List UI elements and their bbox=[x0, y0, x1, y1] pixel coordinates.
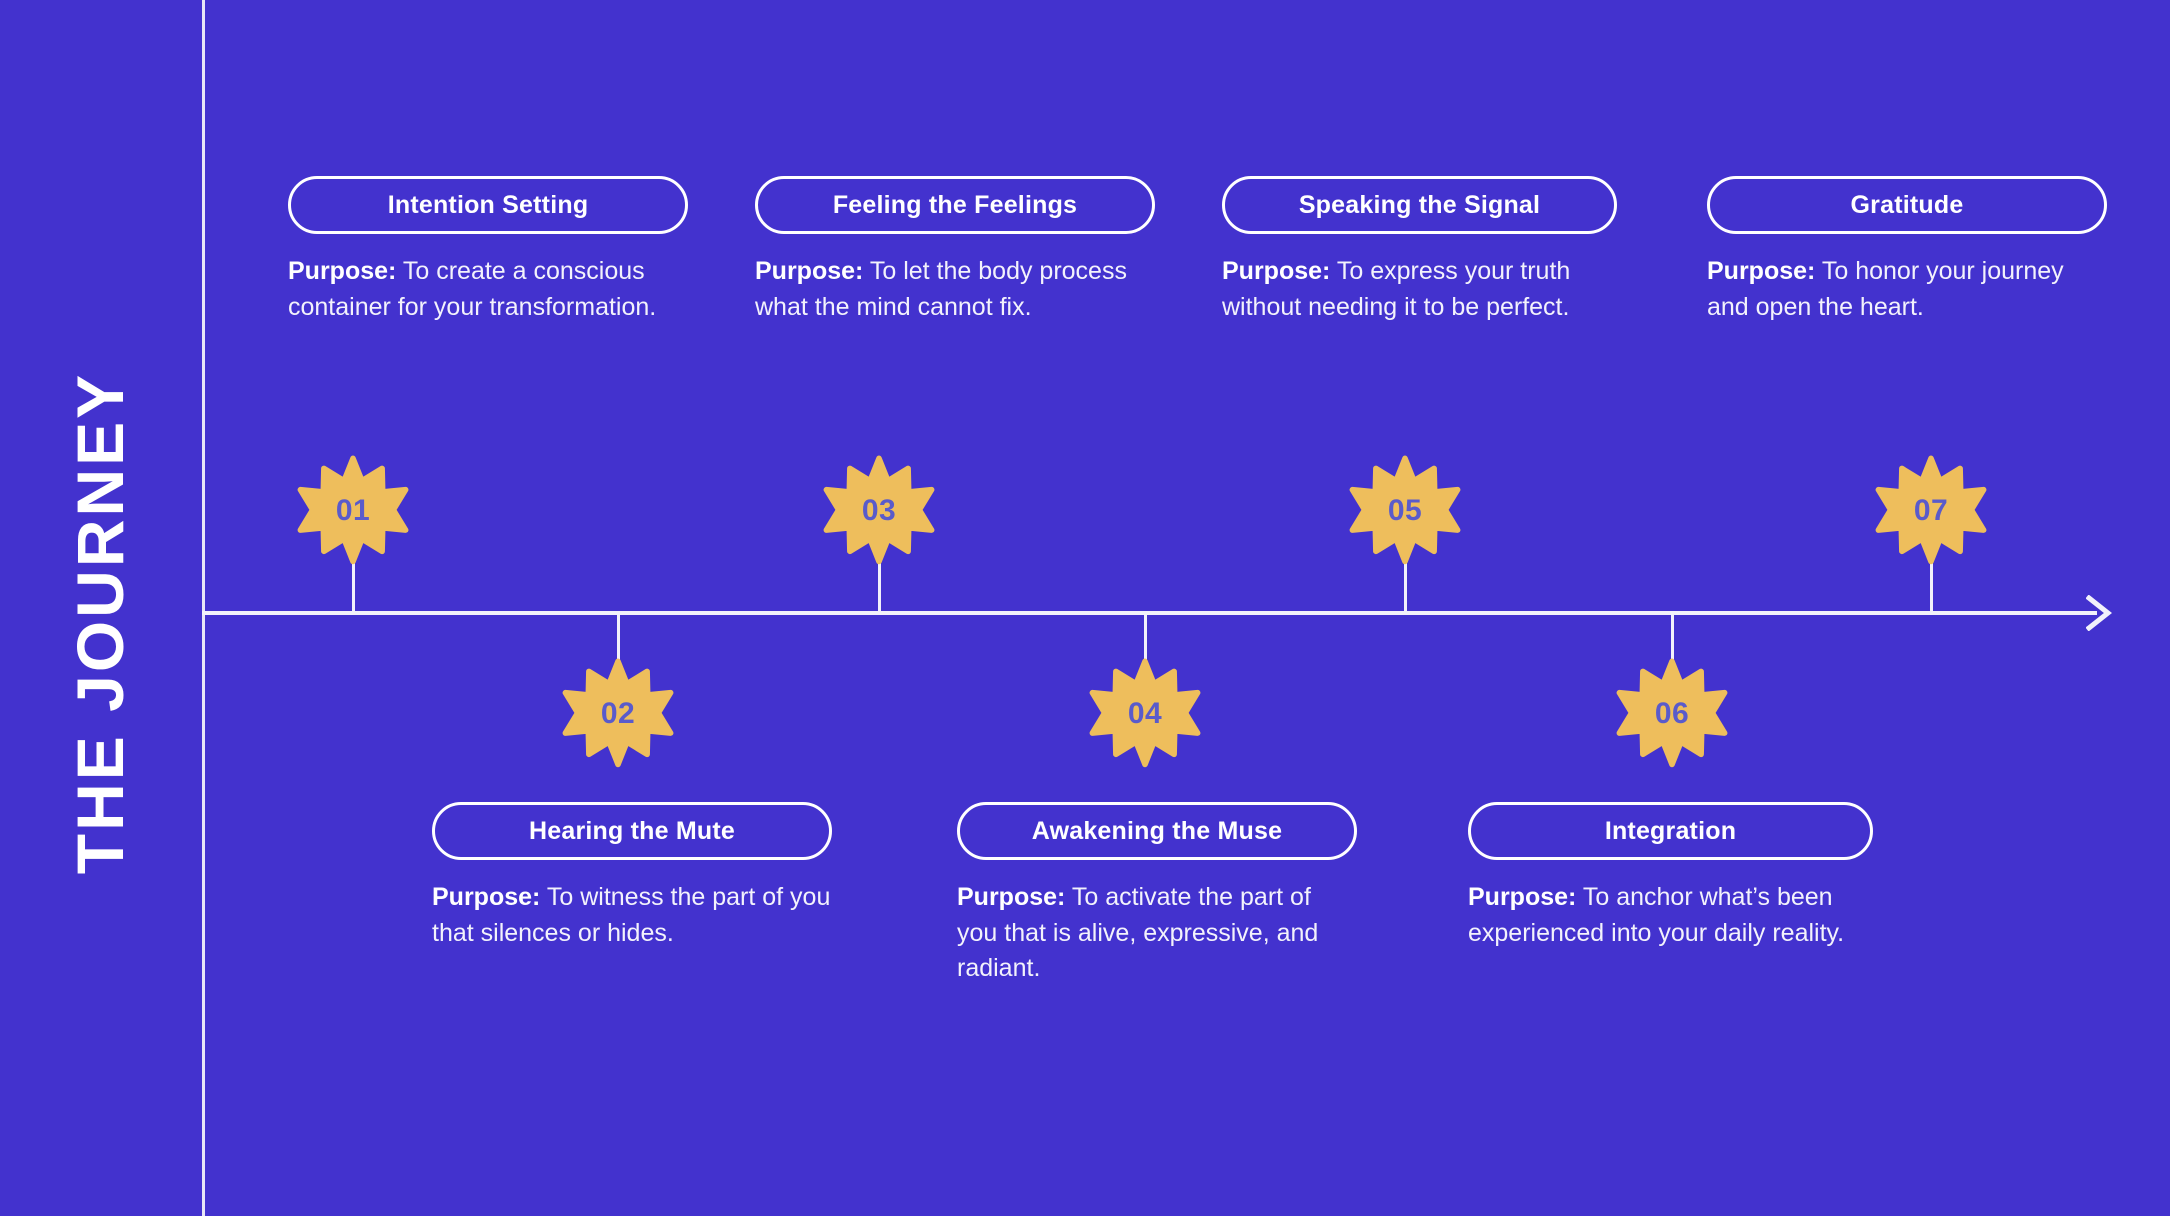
step-number-06: 06 bbox=[1654, 697, 1690, 730]
step-card-01: Intention Setting Purpose: To create a c… bbox=[288, 176, 688, 325]
step-badge-06[interactable]: 06 bbox=[1616, 658, 1728, 770]
purpose-text-01: To create a conscious container for your… bbox=[288, 257, 657, 321]
purpose-label-05: Purpose: bbox=[1222, 257, 1331, 285]
burst-star-icon bbox=[1349, 455, 1461, 565]
step-number-04: 04 bbox=[1127, 697, 1163, 730]
step-title-pill-01[interactable]: Intention Setting bbox=[288, 176, 688, 234]
step-number-02: 02 bbox=[600, 697, 636, 730]
purpose-label-04: Purpose: bbox=[957, 883, 1066, 911]
step-badge-07[interactable]: 07 bbox=[1875, 455, 1987, 567]
stem-03 bbox=[878, 540, 881, 613]
purpose-text-04: To activate the part of you that is aliv… bbox=[957, 883, 1319, 982]
purpose-label-03: Purpose: bbox=[755, 257, 864, 285]
step-badge-02[interactable]: 02 bbox=[562, 658, 674, 770]
purpose-label-01: Purpose: bbox=[288, 257, 397, 285]
stem-01 bbox=[352, 540, 355, 613]
step-purpose-05: Purpose: To express your truth without n… bbox=[1222, 254, 1617, 325]
arrow-right-icon bbox=[2086, 595, 2112, 631]
step-number-03: 03 bbox=[861, 494, 897, 527]
purpose-text-06: To anchor what’s been experienced into y… bbox=[1468, 883, 1845, 947]
step-title-pill-06[interactable]: Integration bbox=[1468, 802, 1873, 860]
step-card-05: Speaking the Signal Purpose: To express … bbox=[1222, 176, 1617, 325]
burst-star-icon bbox=[1089, 658, 1201, 768]
purpose-text-07: To honor your journey and open the heart… bbox=[1707, 257, 2064, 321]
step-number-01: 01 bbox=[335, 494, 371, 527]
purpose-label-06: Purpose: bbox=[1468, 883, 1577, 911]
step-title-pill-02[interactable]: Hearing the Mute bbox=[432, 802, 832, 860]
purpose-text-05: To express your truth without needing it… bbox=[1222, 257, 1571, 321]
step-purpose-02: Purpose: To witness the part of you that… bbox=[432, 880, 832, 951]
stem-06 bbox=[1671, 613, 1674, 668]
purpose-label-07: Purpose: bbox=[1707, 257, 1816, 285]
step-purpose-03: Purpose: To let the body process what th… bbox=[755, 254, 1155, 325]
burst-star-icon bbox=[297, 455, 409, 565]
purpose-text-02: To witness the part of you that silences… bbox=[432, 883, 831, 947]
step-purpose-07: Purpose: To honor your journey and open … bbox=[1707, 254, 2107, 325]
step-purpose-01: Purpose: To create a conscious container… bbox=[288, 254, 688, 325]
step-title-pill-04[interactable]: Awakening the Muse bbox=[957, 802, 1357, 860]
step-number-05: 05 bbox=[1387, 494, 1423, 527]
stem-04 bbox=[1144, 613, 1147, 668]
step-title-pill-03[interactable]: Feeling the Feelings bbox=[755, 176, 1155, 234]
purpose-label-02: Purpose: bbox=[432, 883, 541, 911]
step-badge-03[interactable]: 03 bbox=[823, 455, 935, 567]
stem-07 bbox=[1930, 540, 1933, 613]
step-title-pill-07[interactable]: Gratitude bbox=[1707, 176, 2107, 234]
step-badge-04[interactable]: 04 bbox=[1089, 658, 1201, 770]
page-title: THE JOURNEY bbox=[63, 371, 137, 875]
purpose-text-03: To let the body process what the mind ca… bbox=[755, 257, 1127, 321]
step-card-02: Hearing the Mute Purpose: To witness the… bbox=[432, 802, 832, 951]
step-number-07: 07 bbox=[1913, 494, 1949, 527]
stem-02 bbox=[617, 613, 620, 668]
burst-star-icon bbox=[1875, 455, 1987, 565]
step-card-04: Awakening the Muse Purpose: To activate … bbox=[957, 802, 1357, 987]
left-rail-divider bbox=[202, 0, 205, 1216]
step-title-pill-05[interactable]: Speaking the Signal bbox=[1222, 176, 1617, 234]
step-purpose-04: Purpose: To activate the part of you tha… bbox=[957, 880, 1357, 987]
timeline-axis bbox=[202, 611, 2097, 615]
step-purpose-06: Purpose: To anchor what’s been experienc… bbox=[1468, 880, 1873, 951]
step-card-06: Integration Purpose: To anchor what’s be… bbox=[1468, 802, 1873, 951]
burst-star-icon bbox=[1616, 658, 1728, 768]
step-card-03: Feeling the Feelings Purpose: To let the… bbox=[755, 176, 1155, 325]
step-badge-01[interactable]: 01 bbox=[297, 455, 409, 567]
burst-star-icon bbox=[562, 658, 674, 768]
stem-05 bbox=[1404, 540, 1407, 613]
step-badge-05[interactable]: 05 bbox=[1349, 455, 1461, 567]
burst-star-icon bbox=[823, 455, 935, 565]
step-card-07: Gratitude Purpose: To honor your journey… bbox=[1707, 176, 2107, 325]
